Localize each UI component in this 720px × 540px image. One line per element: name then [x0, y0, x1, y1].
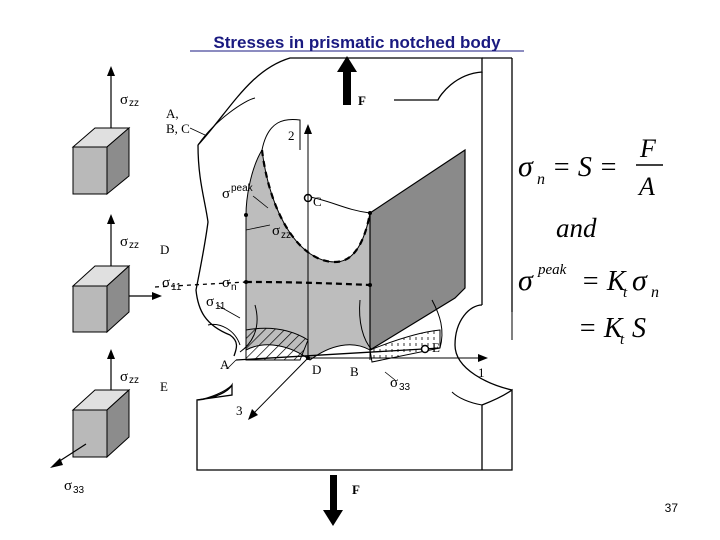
label-b-point: B	[350, 364, 359, 379]
notched-body	[154, 57, 513, 471]
svg-text:σ: σ	[632, 264, 648, 297]
svg-text:σ: σ	[222, 186, 230, 202]
label-d-left: D	[160, 242, 169, 257]
svg-text:σ: σ	[120, 92, 128, 108]
page-number: 37	[665, 501, 679, 515]
svg-text:σ: σ	[272, 223, 280, 239]
svg-text:33: 33	[399, 382, 411, 393]
label-sigma-33-cube: σ 33	[64, 478, 85, 496]
svg-text:zz: zz	[281, 230, 291, 241]
label-e-left: E	[160, 379, 168, 394]
svg-text:n: n	[231, 282, 237, 293]
force-label-top: F	[358, 93, 366, 108]
svg-text:zz: zz	[129, 375, 139, 386]
equation-peak-stress: σ peak = K t σ n	[518, 262, 659, 301]
stress-cube-zz-33	[50, 349, 131, 468]
label-sigma-zz-2: σ zz	[120, 234, 139, 251]
axis-1-label: 1	[478, 365, 485, 380]
svg-text:σ: σ	[518, 264, 534, 297]
svg-text:n: n	[537, 171, 545, 188]
label-sigma-zz-1: σ zz	[120, 92, 139, 109]
equation-nominal-stress: σ n = S = F A	[518, 134, 663, 201]
equation-and: and	[556, 213, 597, 243]
label-a: A,	[166, 106, 179, 121]
label-sigma-n: σ n	[222, 275, 237, 293]
svg-text:σ: σ	[518, 150, 534, 183]
svg-text:S: S	[632, 313, 646, 344]
svg-text:11: 11	[171, 282, 182, 293]
leader-lines	[189, 127, 396, 381]
force-arrow-top	[337, 56, 357, 105]
svg-text:σ: σ	[120, 369, 128, 385]
label-sigma-33-body: σ 33	[390, 375, 411, 393]
svg-text:F: F	[639, 134, 657, 163]
force-label-bottom: F	[352, 482, 360, 497]
svg-text:zz: zz	[129, 240, 139, 251]
svg-text:peak: peak	[537, 262, 567, 278]
label-e-right: E	[432, 340, 440, 355]
svg-text:σ: σ	[206, 294, 214, 310]
svg-text:t: t	[623, 285, 628, 301]
svg-text:n: n	[651, 284, 659, 301]
svg-text:t: t	[620, 332, 625, 348]
svg-text:= S =: = S =	[552, 152, 618, 183]
label-sigma-11-body: σ 11	[206, 294, 226, 312]
label-a-point: A	[220, 357, 230, 372]
svg-text:σ: σ	[222, 275, 230, 291]
axis-2-label: 2	[288, 128, 295, 143]
svg-text:peak: peak	[231, 183, 254, 194]
stress-cube-zz-11	[71, 214, 162, 334]
svg-text:σ: σ	[120, 234, 128, 250]
slide-title: Stresses in prismatic notched body	[213, 33, 501, 52]
label-sigma-11-cube: σ 11	[162, 275, 182, 293]
svg-text:σ: σ	[390, 375, 398, 391]
force-arrow-bottom	[323, 475, 343, 526]
svg-text:A: A	[637, 172, 655, 201]
axis-3-label: 3	[236, 403, 243, 418]
axis-1	[308, 354, 488, 362]
axis-2	[304, 124, 312, 358]
svg-text:zz: zz	[129, 98, 139, 109]
label-sigma-zz-body: σ zz	[272, 223, 291, 241]
label-sigma-zz-3: σ zz	[120, 369, 139, 386]
svg-text:= K: = K	[578, 313, 624, 344]
label-sigma-peak: σ peak	[222, 183, 254, 202]
svg-text:σ: σ	[64, 478, 72, 494]
svg-text:33: 33	[73, 485, 85, 496]
svg-text:σ: σ	[162, 275, 170, 291]
svg-text:11: 11	[215, 301, 226, 312]
stress-cube-zz	[71, 66, 131, 196]
equation-kt-s: = K t S	[578, 313, 646, 348]
label-c: C	[313, 194, 322, 209]
axis-3	[248, 357, 309, 420]
svg-text:= K: = K	[581, 266, 627, 297]
label-b-c: B, C	[166, 121, 190, 136]
label-d-point: D	[312, 362, 321, 377]
